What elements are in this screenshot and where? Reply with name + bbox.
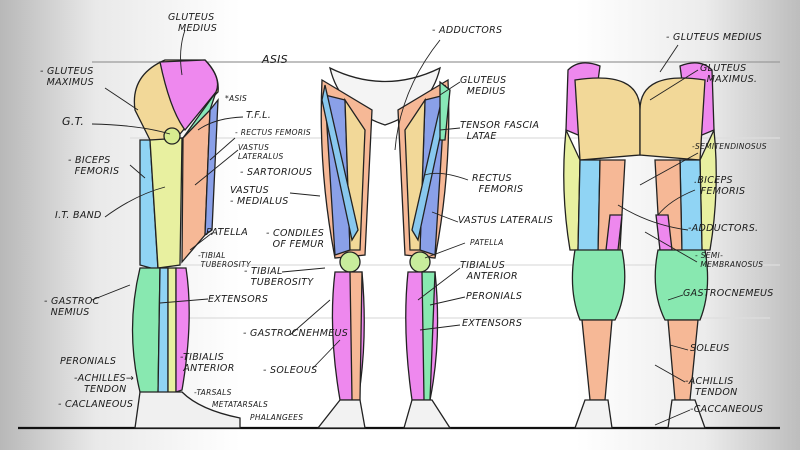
leader-lines xyxy=(91,29,699,426)
label-front-extensors: EXTENSORS xyxy=(462,318,523,329)
label-side-peronials: PERONIALS xyxy=(60,356,117,367)
label-side-tfl: T.F.L. xyxy=(246,110,272,121)
label-front-gluteus-medius: GLUTEUS MEDIUS xyxy=(460,75,507,97)
label-back-calcaneus: -CACCANEOUS xyxy=(690,404,764,415)
label-back-gastrocnemius: GASTROCNEMEUS xyxy=(683,288,774,299)
label-side-rectus-femoris: - RECTUS FEMORIS xyxy=(235,128,311,137)
label-side-soleous: - SOLEOUS xyxy=(263,365,318,376)
label-back-gluteus-maximus: GLUTEUS MAXIMUS. xyxy=(700,63,758,85)
label-side-tibial-tuberosity: - TIBIAL TUBEROSITY xyxy=(244,266,314,288)
label-side-gluteus-medius: GLUTEUS MEDIUS xyxy=(168,12,218,34)
label-side-tibialis-anterior: -TIBIALIS ANTERIOR xyxy=(180,352,235,374)
label-front-peronials: PERONIALS xyxy=(466,291,523,302)
label-side-biceps-femoris: - BICEPS FEMORIS xyxy=(68,155,120,177)
label-back-achilles-tendon: -ACHILLIS TENDON xyxy=(685,376,738,398)
label-side-gluteus-maximus: - GLUTEUS MAXIMUS xyxy=(40,66,94,88)
label-side-gt: G.T. xyxy=(62,115,85,128)
label-side-patella: PATELLA xyxy=(206,227,249,238)
label-front-patella: PATELLA xyxy=(470,238,504,247)
label-front-tfl: TENSOR FASCIA LATAE xyxy=(460,120,540,142)
label-back-semitendinosus: -SEMITENDINOSUS xyxy=(692,142,767,151)
label-front-tibialis-anterior: TIBIALUS ANTERIOR xyxy=(460,260,518,282)
label-front-adductors: - ADDUCTORS xyxy=(432,25,503,36)
label-side-calcaneus: - CACLANEOUS xyxy=(58,399,134,410)
label-side-phalangees: PHALANGEES xyxy=(250,413,304,422)
side-view-leg xyxy=(131,59,241,429)
label-side-tibial-tuberosity-small: -TIBIAL TUBEROSITY xyxy=(198,251,251,269)
label-side-gastrocnemius: - GASTROC NEMIUS xyxy=(44,296,100,318)
label-back-biceps-femoris: .BICEPS FEMORIS xyxy=(694,175,746,197)
label-front-vastus-lateralis: VASTUS LATERALIS xyxy=(458,215,554,226)
label-back-semimembranosus: - SEMI- MEMBRANOSUS xyxy=(695,251,764,269)
label-back-gluteus-medius: - GLUTEUS MEDIUS xyxy=(666,32,762,43)
label-side-tarsals: -TARSALS xyxy=(194,388,232,397)
label-front-rectus-femoris: RECTUS FEMORIS xyxy=(472,173,524,195)
label-back-adductors: -ADDUCTORS. xyxy=(688,223,759,234)
front-view-legs xyxy=(316,66,452,429)
label-side-condiles-of-femur: - CONDILES OF FEMUR xyxy=(266,228,325,250)
label-side-asis: *ASIS xyxy=(225,94,248,103)
label-back-soleus: SOLEUS xyxy=(690,343,730,354)
label-side-achilles-tendon: -ACHILLES→ TENDON xyxy=(74,373,135,395)
back-view-legs xyxy=(563,62,717,429)
label-side-extensors: EXTENSORS xyxy=(208,294,269,305)
label-side-sartorious: - SARTORIOUS xyxy=(240,167,313,178)
label-side-vastus-medialus: VASTUS - MEDIALUS xyxy=(230,185,289,207)
label-side-it-band: I.T. BAND xyxy=(55,210,102,221)
label-side-vastus-lateralus: VASTUS LATERALUS xyxy=(238,143,284,161)
label-side-gastrocnehmeus: - GASTROCNEHMEUS xyxy=(243,328,349,339)
label-side-metatarsals: METATARSALS xyxy=(212,400,269,409)
label-front-asis: ASIS xyxy=(262,53,288,66)
